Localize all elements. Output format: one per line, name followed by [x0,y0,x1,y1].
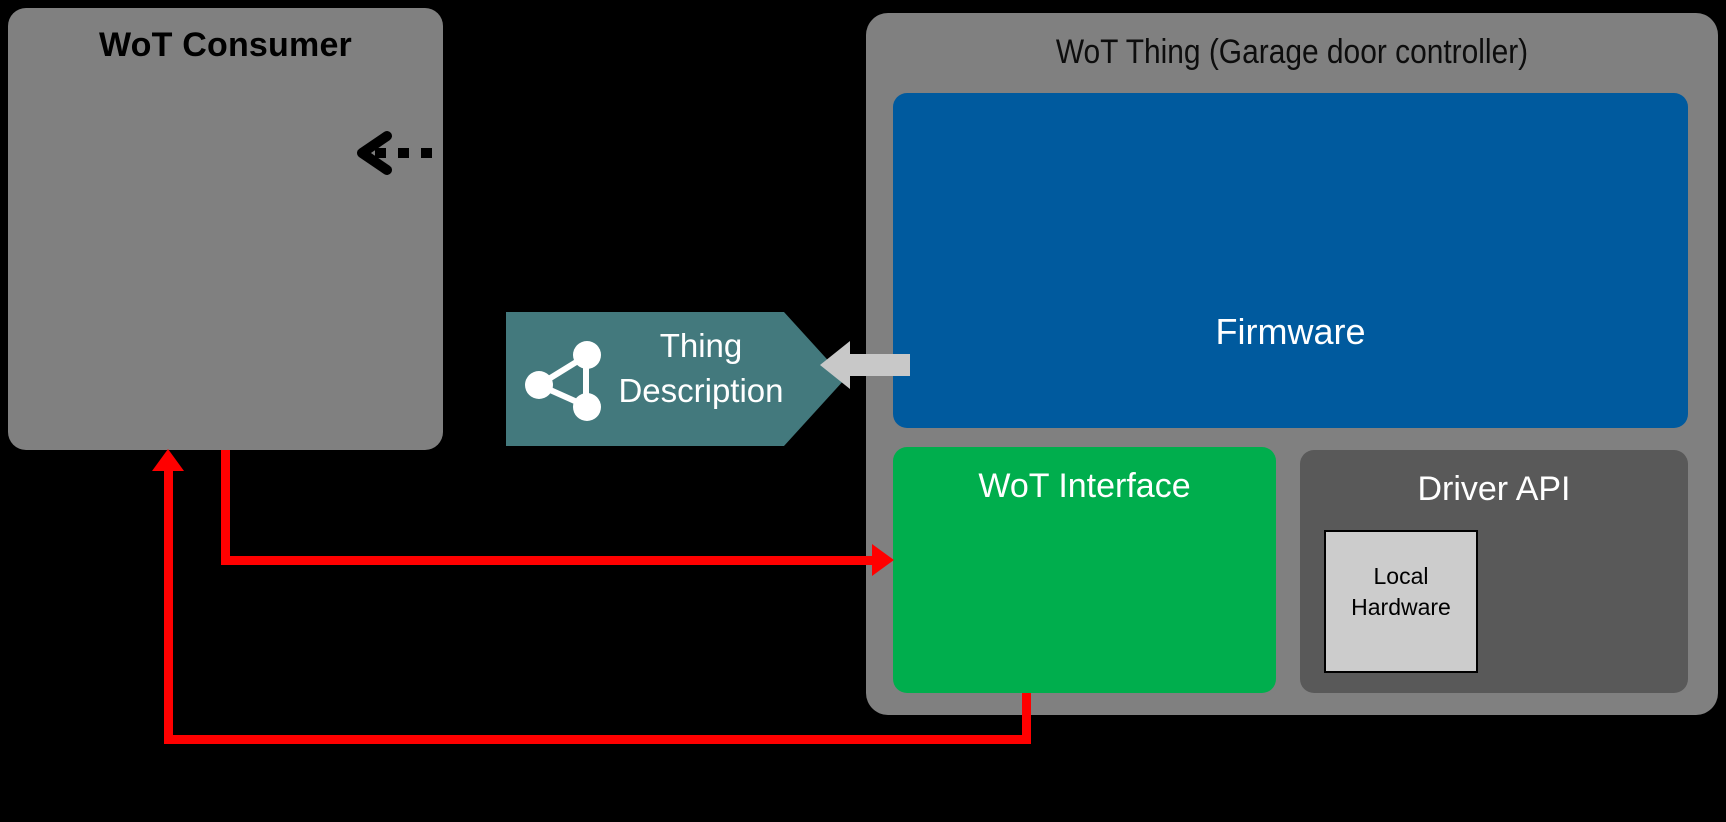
red-return-left-segment [164,735,1031,744]
red-arrowhead-up-icon [152,449,184,471]
thick-left-arrow-icon [820,341,910,389]
wot-consumer-title: WoT Consumer [98,26,352,64]
red-return-down-segment [1022,693,1031,744]
wot-interface-label: WoT Interface [978,467,1191,505]
red-return-up-segment [164,470,173,744]
red-connector-down-segment [221,450,230,560]
local-hardware-box[interactable]: Local Hardware [1324,530,1478,673]
driver-api-label: Driver API [1417,470,1571,508]
wot-consumer-box[interactable]: WoT Consumer [8,8,457,450]
driver-api-box[interactable]: Driver API Local Hardware [1300,450,1688,693]
share-nodes-icon [525,341,601,421]
dashed-left-arrow-icon [357,131,457,175]
local-hardware-line2: Hardware [1351,594,1451,621]
thing-description-label: Thing Description [616,324,786,414]
thing-description-line2: Description [618,371,784,409]
red-connector-right-segment [221,556,876,565]
local-hardware-line1: Local [1373,563,1429,589]
wot-interface-box[interactable]: WoT Interface [893,447,1276,693]
local-hardware-label: Local Hardware [1326,561,1476,623]
firmware-box[interactable]: Firmware [893,93,1688,428]
thing-description-box[interactable]: Thing Description [506,312,845,446]
firmware-label: Firmware [1215,311,1366,352]
thing-description-line1: Thing [659,327,743,364]
red-arrowhead-right-icon [872,544,894,576]
wot-thing-title: WoT Thing (Garage door controller) [1055,33,1529,71]
